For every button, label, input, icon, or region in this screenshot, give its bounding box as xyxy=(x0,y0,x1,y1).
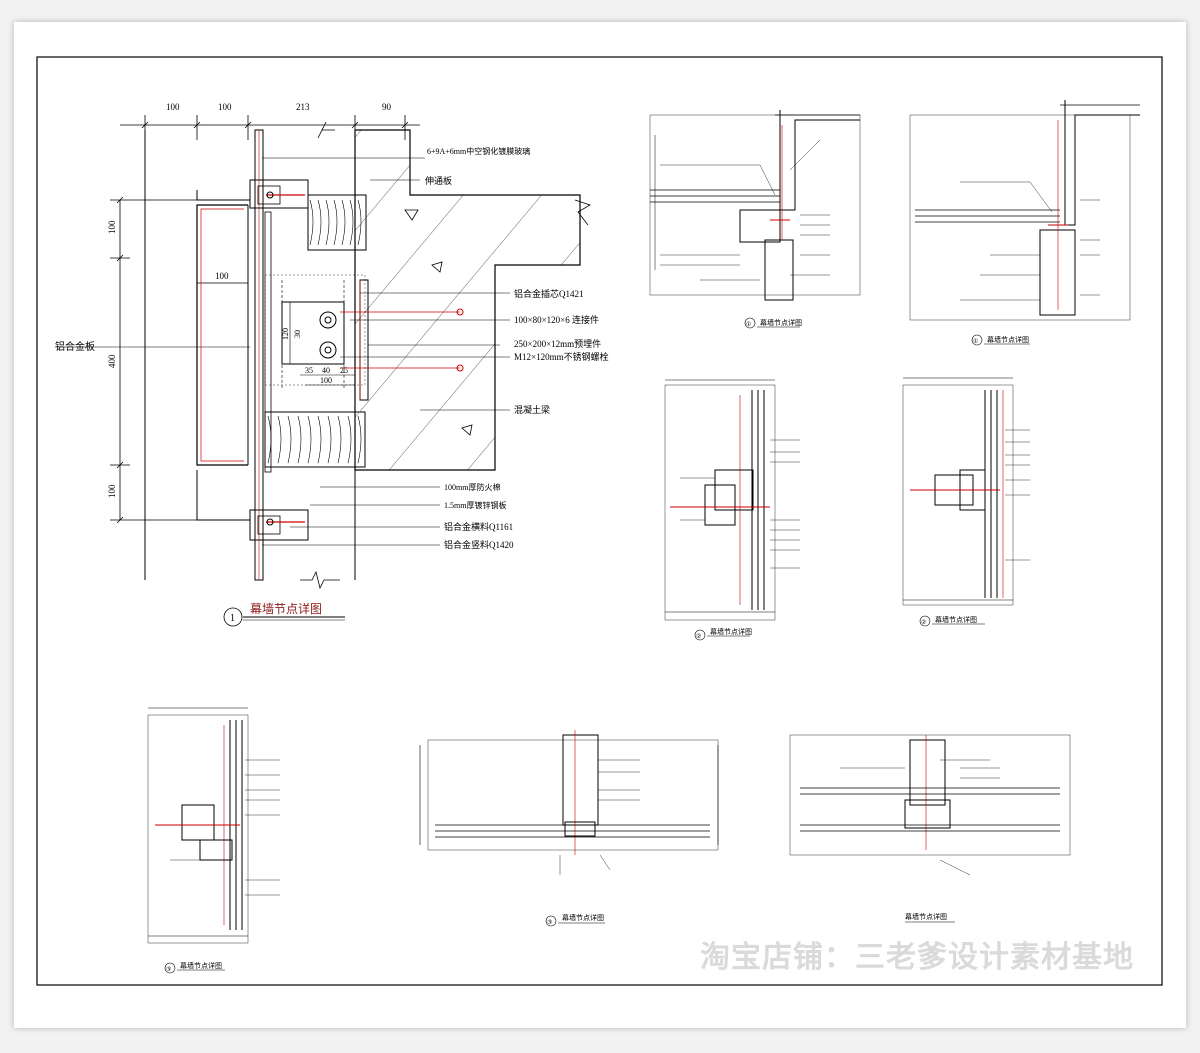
small-detail-3: ② 幕墙节点详图 xyxy=(664,379,800,641)
small-detail-4-title: 幕墙节点详图 xyxy=(935,615,977,624)
watermark-text: 淘宝店铺：三老爹设计素材基地 xyxy=(700,940,1134,975)
small-detail-1: ① 幕墙节点详图 xyxy=(649,110,861,329)
small-detail-6-title: 幕墙节点详图 xyxy=(562,913,604,922)
main-detail: 100 100 213 90 100 400 100 100 铝合金板 xyxy=(55,102,609,627)
small-detail-4: ② 幕墙节点详图 xyxy=(902,377,1030,627)
small-detail-2: ① 幕墙节点详图 xyxy=(909,100,1140,346)
dim-bolt-h4: 100 xyxy=(320,376,332,385)
detail-number-circle xyxy=(223,607,243,627)
small-detail-3-title: 幕墙节点详图 xyxy=(710,627,752,636)
dim-top-1: 100 xyxy=(166,102,180,112)
small-detail-2-num: ① xyxy=(973,338,978,345)
dim-bolt-h3: 25 xyxy=(340,366,348,375)
dim-bolt-v2: 30 xyxy=(293,330,302,338)
dim-inner: 100 xyxy=(215,271,229,281)
small-detail-7: 幕墙节点详图 xyxy=(789,734,1071,923)
dim-bolt-v1: 120 xyxy=(281,328,290,340)
small-detail-5: ③ 幕墙节点详图 xyxy=(147,707,280,974)
callout-insert-core: 铝合金插芯Q1421 xyxy=(514,288,584,299)
detail-title: 幕墙节点详图 xyxy=(250,601,322,616)
small-detail-5-title: 幕墙节点详图 xyxy=(180,961,222,970)
callout-embedded-plate: 250×200×12mm预埋件 xyxy=(514,338,601,349)
dim-left-1: 100 xyxy=(107,220,117,234)
detail-number: 1 xyxy=(230,613,235,624)
callout-connector: 100×80×120×6 连接件 xyxy=(514,314,599,325)
callout-mullion: 铝合金竖料Q1420 xyxy=(444,539,514,550)
dim-top-2: 100 xyxy=(218,102,232,112)
callout-bolt: M12×120mm不锈钢螺栓 xyxy=(514,351,609,362)
small-detail-6-num: ③ xyxy=(547,919,552,926)
dim-top-3: 213 xyxy=(296,102,310,112)
label-aluminum-panel: 铝合金板 xyxy=(55,340,95,353)
dim-left-2: 400 xyxy=(107,354,117,368)
small-detail-5-num: ③ xyxy=(166,966,171,973)
small-detail-2-title: 幕墙节点详图 xyxy=(987,335,1029,344)
small-detail-3-num: ② xyxy=(696,633,701,640)
dim-bolt-h1: 35 xyxy=(305,366,313,375)
small-detail-1-num: ① xyxy=(746,321,751,328)
callout-firestop: 100mm厚防火棉 xyxy=(444,482,500,492)
small-detail-4-num: ② xyxy=(921,619,926,626)
dim-bolt-h2: 40 xyxy=(322,366,330,375)
small-detail-1-title: 幕墙节点详图 xyxy=(760,318,802,327)
small-detail-6: ③ 幕墙节点详图 xyxy=(419,730,719,927)
drawing-border xyxy=(36,56,1163,986)
callout-extension-plate: 伸通板 xyxy=(425,175,452,186)
small-detail-7-title: 幕墙节点详图 xyxy=(905,912,947,921)
callout-transom: 铝合金横料Q1161 xyxy=(444,521,513,532)
callout-glass: 6+9A+6mm中空钢化镀膜玻璃 xyxy=(427,146,530,156)
dim-left-3: 100 xyxy=(107,484,117,498)
callout-galvanized-steel: 1.5mm厚镀锌钢板 xyxy=(444,500,506,510)
callout-concrete-beam: 混凝土梁 xyxy=(514,404,550,415)
dim-top-4: 90 xyxy=(382,102,392,112)
